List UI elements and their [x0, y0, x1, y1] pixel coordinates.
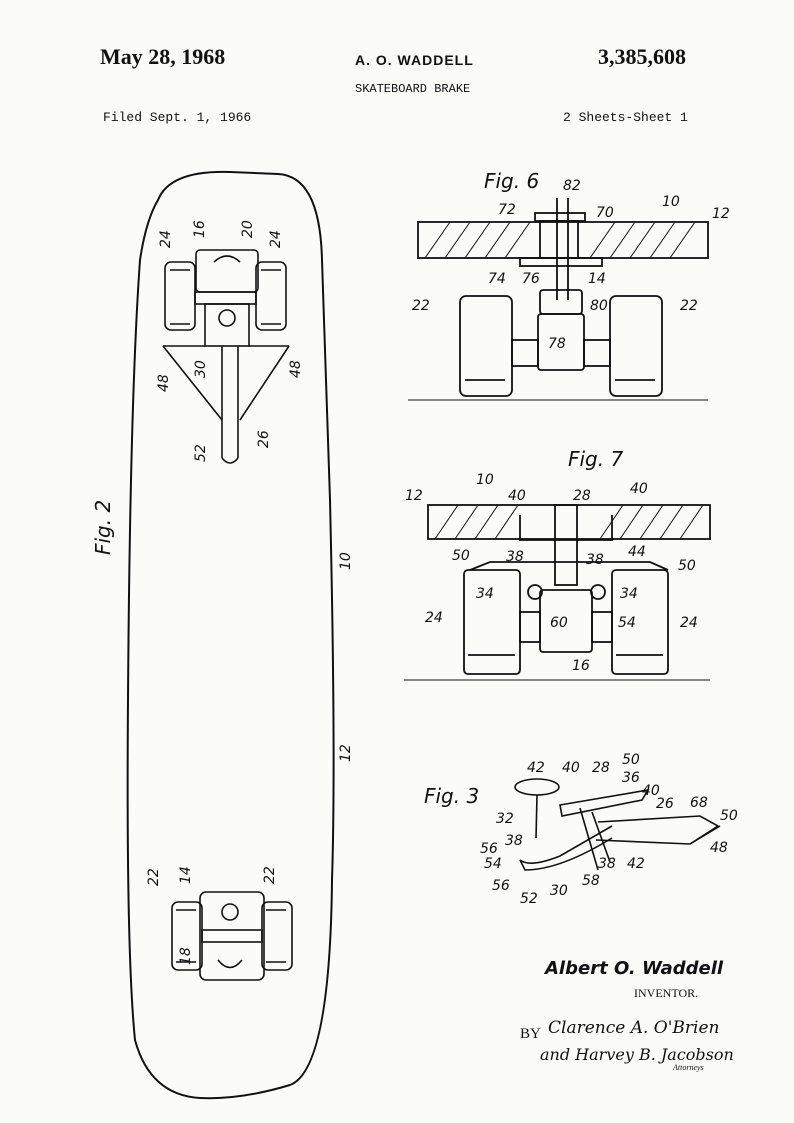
- fig6-drawing: [408, 198, 709, 401]
- ref-numeral: 12: [712, 206, 730, 222]
- ref-numeral: 42: [527, 760, 545, 776]
- ref-numeral: 26: [656, 796, 674, 812]
- sheet-count: 2 Sheets-Sheet 1: [563, 110, 688, 125]
- ref-numeral: 22: [680, 298, 698, 314]
- ref-numeral: 36: [622, 770, 640, 786]
- ref-numeral: 52: [193, 444, 209, 462]
- inventor-signature-name: Albert O. Waddell: [545, 958, 724, 979]
- ref-numeral: 50: [452, 548, 470, 564]
- ref-numeral: 20: [240, 220, 256, 238]
- ref-numeral: 32: [496, 811, 514, 827]
- patent-date: May 28, 1968: [100, 44, 226, 69]
- ref-numeral: 34: [476, 586, 494, 602]
- ref-numeral: 56: [492, 878, 510, 894]
- ref-numeral: 44: [628, 544, 646, 560]
- fig7-title: Fig. 7: [568, 447, 623, 471]
- top-truck: [164, 249, 287, 347]
- ref-numeral: 18: [178, 947, 194, 965]
- ref-numeral: 40: [642, 783, 660, 799]
- ref-numeral: 58: [582, 873, 600, 889]
- ref-numeral: 54: [618, 615, 636, 631]
- ref-numeral: 40: [562, 760, 580, 776]
- fig7-labels: 10 12 40 28 40 38 38 44 50 50 34 34 24 6…: [405, 472, 698, 674]
- attorneys-label: Attorneys: [673, 1063, 704, 1072]
- filed-date: Filed Sept. 1, 1966: [103, 110, 252, 125]
- ref-numeral: 34: [620, 586, 638, 602]
- ref-numeral: 16: [192, 220, 208, 238]
- by-label: BY: [520, 1026, 541, 1042]
- ref-numeral: 48: [288, 360, 304, 378]
- ref-numeral: 48: [710, 840, 728, 856]
- ref-numeral: 70: [596, 205, 614, 221]
- ref-numeral: 12: [338, 744, 354, 762]
- ref-numeral: 38: [506, 549, 524, 565]
- ref-numeral: 28: [573, 488, 591, 504]
- bottom-truck: [171, 891, 293, 981]
- ref-numeral: 48: [156, 374, 172, 392]
- ref-numeral: 76: [522, 271, 540, 287]
- ref-numeral: 16: [572, 658, 590, 674]
- ref-numeral: 38: [586, 552, 604, 568]
- ref-numeral: 30: [193, 360, 209, 378]
- ref-numeral: 30: [550, 883, 568, 899]
- ref-numeral: 24: [680, 615, 698, 631]
- ref-numeral: 14: [178, 866, 194, 884]
- ref-numeral: 40: [630, 481, 648, 497]
- ref-numeral: 24: [425, 610, 443, 626]
- ref-numeral: 50: [622, 752, 640, 768]
- ref-numeral: 24: [158, 230, 174, 248]
- fig6-title: Fig. 6: [484, 169, 539, 193]
- ref-numeral: 50: [720, 808, 738, 824]
- ref-numeral: 24: [268, 230, 284, 248]
- ref-numeral: 10: [476, 472, 494, 488]
- ref-numeral: 54: [484, 856, 502, 872]
- ref-numeral: 10: [338, 552, 354, 570]
- attorney-signature-2: and Harvey B. Jacobson: [540, 1045, 734, 1064]
- brake-arm: [162, 345, 290, 464]
- fig3-labels: 42 40 28 50 36 40 26 68 50 32 38 56 54 5…: [480, 752, 738, 907]
- ref-numeral: 80: [590, 298, 608, 314]
- ref-numeral: 38: [505, 833, 523, 849]
- fig6-labels: 82 72 70 10 12 74 76 14 22 80 22 78: [412, 178, 730, 352]
- ref-numeral: 78: [548, 336, 566, 352]
- ref-numeral: 26: [256, 430, 272, 448]
- ref-numeral: 12: [405, 488, 423, 504]
- ref-numeral: 50: [678, 558, 696, 574]
- ref-numeral: 68: [690, 795, 708, 811]
- ref-numeral: 22: [412, 298, 430, 314]
- fig2-title: Fig. 2: [91, 500, 115, 555]
- ref-numeral: 40: [508, 488, 526, 504]
- attorney-signature-1: Clarence A. O'Brien: [548, 1018, 720, 1038]
- fig3-drawing: [514, 778, 721, 871]
- ref-numeral: 22: [146, 868, 162, 886]
- fig3-title: Fig. 3: [424, 784, 479, 808]
- ref-numeral: 56: [480, 841, 498, 857]
- ref-numeral: 42: [627, 856, 645, 872]
- skateboard-deck-outline: [126, 170, 335, 1100]
- ref-numeral: 74: [488, 271, 506, 287]
- patent-title: SKATEBOARD BRAKE: [355, 82, 471, 96]
- ref-numeral: 82: [563, 178, 581, 194]
- ref-numeral: 14: [588, 271, 606, 287]
- ref-numeral: 10: [662, 194, 680, 210]
- ref-numeral: 22: [262, 866, 278, 884]
- ref-numeral: 72: [498, 202, 516, 218]
- ref-numeral: 38: [598, 856, 616, 872]
- fig2-labels: 24 16 20 24 48 30 48 52 26 10 12 22 14 2…: [146, 220, 354, 965]
- ref-numeral: 52: [520, 891, 538, 907]
- ref-numeral: 28: [592, 760, 610, 776]
- ref-numeral: 60: [550, 615, 568, 631]
- inventor-role: INVENTOR.: [634, 986, 699, 1000]
- fig7-drawing: [404, 504, 711, 681]
- patent-number: 3,385,608: [598, 44, 686, 69]
- inventor-name: A. O. WADDELL: [355, 52, 474, 68]
